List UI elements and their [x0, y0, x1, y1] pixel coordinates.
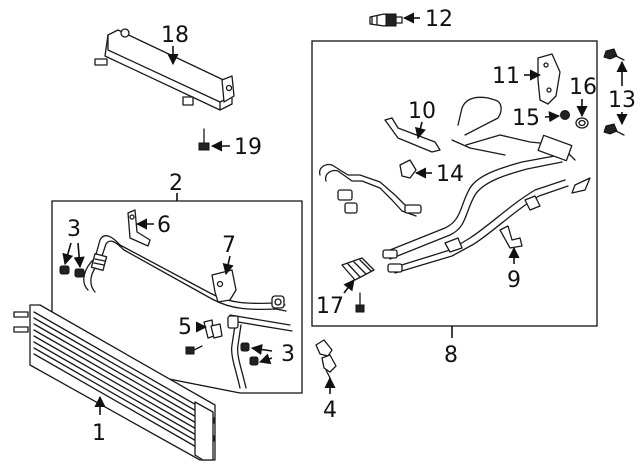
callout-7: 7 — [222, 233, 236, 258]
callout-16: 16 — [569, 75, 597, 100]
bracket-10 — [384, 117, 441, 153]
callout-17: 17 — [316, 294, 344, 319]
auxiliary-cooler — [94, 28, 235, 111]
callout-11: 11 — [492, 64, 520, 89]
bracket-6 — [127, 209, 151, 247]
callout-3b: 3 — [281, 342, 295, 367]
clip-4 — [315, 339, 337, 379]
leader-17 — [343, 279, 355, 294]
callout-19: 19 — [234, 135, 262, 160]
callout-13: 13 — [608, 88, 636, 113]
connector-17 — [341, 257, 375, 281]
leader-3b-2 — [258, 353, 273, 365]
leader-10 — [415, 121, 426, 140]
callout-10: 10 — [408, 99, 436, 124]
leader-3a-2 — [73, 242, 85, 269]
callout-3a: 3 — [67, 217, 81, 242]
callout-9: 9 — [507, 268, 521, 293]
clips-3-right — [240, 342, 259, 366]
clip-14 — [399, 159, 417, 179]
clips-3-left — [59, 265, 85, 278]
callout-18: 18 — [161, 23, 189, 48]
leader-3a-1 — [62, 242, 74, 266]
group-8-box — [311, 40, 598, 327]
callout-1: 1 — [92, 421, 106, 446]
callout-6: 6 — [157, 213, 171, 238]
callout-15: 15 — [512, 106, 540, 131]
bolts-13 — [603, 48, 625, 136]
seal-16 — [575, 117, 589, 129]
callout-4: 4 — [323, 398, 337, 423]
bolt-group-8 — [355, 292, 365, 313]
bolt-19 — [198, 128, 210, 151]
callout-2: 2 — [169, 171, 183, 196]
callout-12: 12 — [425, 7, 453, 32]
leader-3b-1 — [250, 343, 273, 356]
bracket-7 — [211, 269, 237, 303]
oil-cooler-tube-assembly — [83, 235, 293, 389]
transmission-cooler-lines — [319, 96, 591, 274]
sensor-12 — [369, 13, 403, 27]
bracket-9 — [499, 225, 523, 249]
callout-14: 14 — [436, 162, 464, 187]
bolt-group-2 — [185, 345, 203, 355]
bracket-5 — [203, 319, 223, 339]
bracket-11 — [537, 53, 561, 105]
leader-15 — [544, 111, 561, 123]
clips-group-8 — [444, 195, 541, 253]
leader-7 — [222, 255, 234, 276]
nut-15 — [560, 110, 570, 120]
callout-8: 8 — [444, 343, 458, 368]
oil-cooler-core — [13, 304, 216, 461]
callout-5: 5 — [178, 315, 192, 340]
